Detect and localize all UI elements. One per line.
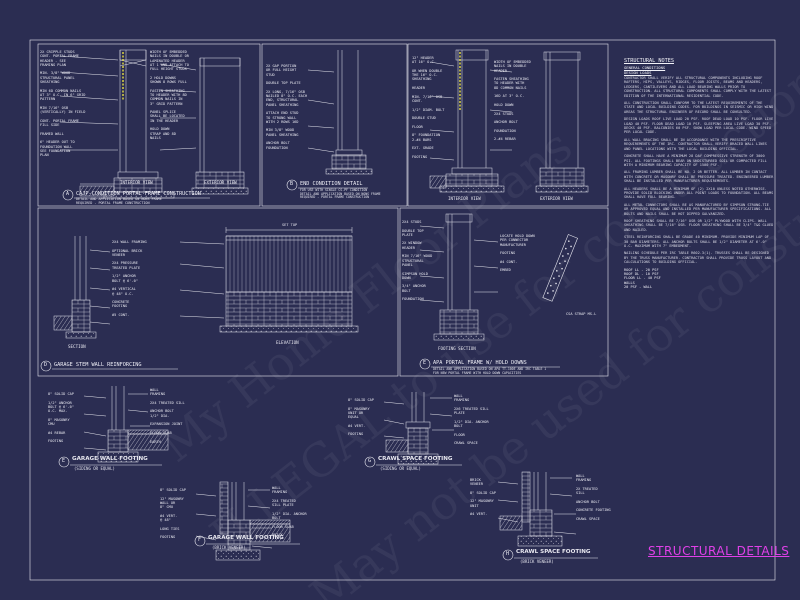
detail-e-subtitle: DETAIL AND APPLICATION BASED ON APA TT-1… bbox=[433, 367, 547, 375]
detail-g-title: GARAGE WALL FOOTING bbox=[208, 535, 284, 541]
detail-f-drawing bbox=[83, 386, 169, 463]
detail-f-subtitle: (SIDING OR EQUAL) bbox=[74, 466, 115, 471]
detail-c-view-interior: INTERIOR VIEW bbox=[448, 196, 481, 201]
detail-d-drawing bbox=[53, 227, 359, 339]
detail-c-labels-right: WIDTH OF EMBEDDED NAILS IN DOUBLE HEADER… bbox=[494, 60, 531, 142]
detail-d-top-label: SET TOP bbox=[282, 223, 298, 227]
detail-e-letter: E bbox=[423, 360, 427, 366]
detail-e-labels-left: 2X4 STUDS DOUBLE TOP PLATE 2X WINDOW HEA… bbox=[402, 220, 433, 302]
detail-e-labels-right: LOCATE HOLD DOWN PER CONNECTOR MANUFACTU… bbox=[500, 234, 535, 273]
detail-f-title: GARAGE WALL FOOTING bbox=[72, 456, 148, 462]
sheet-title: STRUCTURAL DETAILS bbox=[648, 544, 790, 558]
note-paragraph: ALL METAL CONNECTORS SHALL BE AS MANUFAC… bbox=[624, 202, 772, 216]
detail-h-drawing bbox=[383, 392, 454, 465]
note-paragraph: ALL CONSTRUCTION SHALL CONFORM TO THE LA… bbox=[624, 101, 774, 114]
frame-detail-e bbox=[399, 207, 609, 377]
detail-c-labels-left: 12" HEADER AT 16" O.C. OR WHEN DOUBLE TH… bbox=[412, 56, 445, 159]
detail-a-view-exterior: EXTERIOR VIEW bbox=[204, 180, 237, 185]
detail-b-drawing bbox=[307, 50, 373, 175]
detail-e-drawing bbox=[419, 213, 578, 341]
detail-f-labels-right: WALL FRAMING 2X4 TREATED SILL ANCHOR BOL… bbox=[150, 388, 185, 444]
note-paragraph: CONCRETE SHALL HAVE A MINIMUM 28 DAY COM… bbox=[624, 154, 767, 167]
detail-d-labels: 2X4 WALL FRAMING OPTIONAL BRICK VENEER 2… bbox=[112, 240, 147, 318]
detail-g-letter: F bbox=[198, 537, 202, 543]
detail-a-title: CAJP-CONDITION PORTAL FRAME CONSTRUCTION bbox=[76, 191, 201, 197]
detail-e-strap-label: CSA STRAP MS-L bbox=[566, 312, 597, 316]
notes-sub-loads: DESIGN LOADS bbox=[624, 70, 652, 75]
detail-d-letter: D bbox=[44, 362, 48, 368]
frame-detail-d bbox=[37, 207, 399, 377]
detail-b-subtitle: FOR USE WITH SINGLE CS-PF CONDITION DETA… bbox=[300, 188, 381, 200]
detail-i-labels-left: BRICK VENEER 8" SOLID CAP 12" MASONRY UN… bbox=[470, 478, 496, 517]
note-paragraph: CONTRACTOR SHALL VERIFY ALL STRUCTURAL C… bbox=[624, 76, 772, 98]
detail-i-drawing bbox=[497, 471, 577, 547]
frame-detail-b bbox=[261, 43, 408, 207]
detail-b-title: END CONDITION DETAIL bbox=[300, 181, 363, 187]
detail-c-view-exterior: EXTERIOR VIEW bbox=[540, 196, 573, 201]
structural-notes: STRUCTURAL NOTES GENERAL CONDITIONS DESI… bbox=[624, 58, 774, 290]
note-paragraph: ROOF SHEATHING SHALL BE 7/16" OSB OR 1/2… bbox=[624, 218, 774, 232]
detail-a-labels-left: 2X CRIPPLE STUDS CONT. PORTAL FRAME HEAD… bbox=[40, 50, 86, 158]
detail-e-footing-label: FOOTING SECTION bbox=[438, 346, 476, 351]
note-paragraph: STEEL REINFORCING SHALL BE GRADE 40 MINI… bbox=[624, 235, 769, 248]
detail-f-letter: E bbox=[62, 458, 66, 464]
detail-g-subtitle: (BRICK VENEER) bbox=[212, 545, 246, 550]
detail-d-elevation-label: ELEVATION bbox=[276, 340, 299, 345]
detail-b-labels-left: 2X GAP PORTION OR FULL HEIGHT STUD DOUBL… bbox=[266, 64, 308, 150]
detail-i-subtitle: (BRICK VENEER) bbox=[520, 559, 554, 564]
detail-e-title: APA PORTAL FRAME W/ HOLD DOWNS bbox=[433, 360, 527, 366]
notes-sub-general: GENERAL CONDITIONS bbox=[624, 65, 666, 70]
note-paragraph: DESIGN LOADS ROOF LIVE LOAD 20 PSF. ROOF… bbox=[624, 117, 774, 135]
detail-bubbles bbox=[40, 179, 514, 561]
detail-f-labels-left: 8" SOLID CAP 1/2" ANCHOR BOLT @ 6'-0" O.… bbox=[48, 392, 74, 444]
detail-a-labels-mid: WIDTH OF EMBEDDED NAILS IN DOUBLE OR LAM… bbox=[150, 50, 189, 140]
note-paragraph: ALL FRAMING LUMBER SHALL BE NO. 2 OR BET… bbox=[624, 170, 774, 184]
detail-c-drawing bbox=[429, 49, 589, 193]
detail-d-title: GARAGE STEM WALL REINFORCING bbox=[54, 362, 142, 368]
sheet-border bbox=[29, 39, 776, 581]
detail-g-labels-right: WALL FRAMING 2X4 TREATED SILL PLATE 1/2"… bbox=[272, 486, 307, 538]
notes-load-list: ROOF LL - 20 PSF ROOF DL - 10 PSF FLOOR … bbox=[624, 267, 661, 290]
detail-a-view-interior: INTERIOR VIEW bbox=[120, 180, 153, 185]
detail-g-labels-left: 8" SOLID CAP 12" MASONRY WALL OR 8" CMU … bbox=[160, 488, 186, 540]
detail-g-drawing bbox=[195, 481, 291, 561]
detail-h-title: CRAWL SPACE FOOTING bbox=[378, 456, 453, 462]
detail-d-section-label: SECTION bbox=[68, 344, 86, 349]
note-paragraph: ALL HEADERS SHALL BE A MINIMUM OF (2) 2X… bbox=[624, 186, 774, 200]
detail-title-underlines bbox=[52, 187, 598, 559]
detail-i-letter: H bbox=[506, 551, 510, 557]
detail-h-labels-left: 8" SOLID CAP 8" MASONRY UNIT OR EQUAL #4… bbox=[348, 398, 374, 437]
notes-heading: STRUCTURAL NOTES bbox=[624, 58, 674, 64]
detail-a-drawing bbox=[59, 49, 249, 199]
detail-h-subtitle: (SIDING OR EQUAL) bbox=[380, 466, 421, 471]
frame-detail-c bbox=[407, 43, 609, 207]
note-paragraph: NAILING SCHEDULE PER IRC TABLE R602.3(1)… bbox=[624, 251, 772, 265]
detail-b-letter: B bbox=[290, 181, 294, 187]
detail-i-labels-right: WALL FRAMING 2X TREATED SILL ANCHOR BOLT… bbox=[576, 474, 611, 521]
frame-detail-a bbox=[37, 43, 261, 207]
note-paragraph: ALL WALL BRACING SHALL BE IN ACCORDANCE … bbox=[624, 137, 767, 151]
detail-a-letter: A bbox=[66, 191, 70, 197]
detail-h-labels-right: WALL FRAMING 2X6 TREATED SILL PLATE 1/2"… bbox=[454, 394, 489, 446]
detail-a-subtitle: DETAIL AND APPLICATION BASED ON NONS FRA… bbox=[76, 197, 162, 205]
detail-h-letter: G bbox=[368, 458, 372, 464]
detail-i-title: CRAWL SPACE FOOTING bbox=[516, 549, 591, 555]
